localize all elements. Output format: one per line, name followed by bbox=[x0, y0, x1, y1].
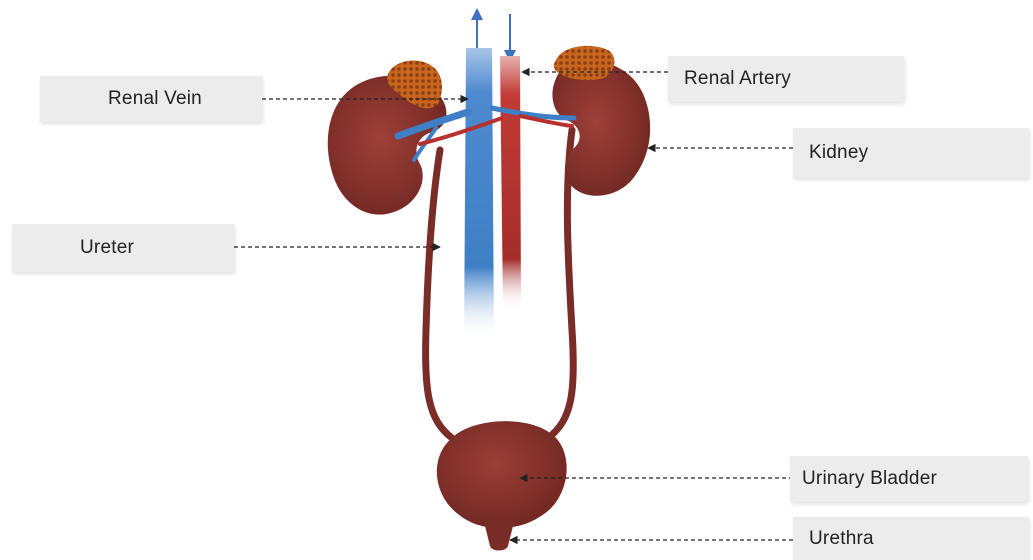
label-kidney: Kidney bbox=[793, 128, 1029, 178]
urinary-bladder bbox=[437, 421, 567, 528]
label-renal-vein-text: Renal Vein bbox=[108, 88, 202, 110]
label-urinary-bladder-text: Urinary Bladder bbox=[802, 468, 937, 490]
right-adrenal-gland bbox=[554, 46, 614, 80]
label-kidney-text: Kidney bbox=[809, 142, 868, 164]
label-renal-vein: Renal Vein bbox=[40, 76, 262, 122]
urethra bbox=[484, 522, 514, 551]
label-urethra-text: Urethra bbox=[809, 528, 874, 550]
label-urinary-bladder: Urinary Bladder bbox=[790, 456, 1028, 502]
label-renal-artery: Renal Artery bbox=[668, 56, 904, 102]
label-urethra: Urethra bbox=[793, 517, 1029, 560]
right-kidney bbox=[552, 61, 650, 196]
aorta bbox=[500, 56, 521, 310]
label-ureter-text: Ureter bbox=[80, 237, 134, 259]
left-ureter bbox=[426, 150, 452, 438]
label-ureter: Ureter bbox=[12, 224, 234, 272]
vena-cava bbox=[464, 48, 494, 340]
label-renal-artery-text: Renal Artery bbox=[684, 68, 791, 90]
